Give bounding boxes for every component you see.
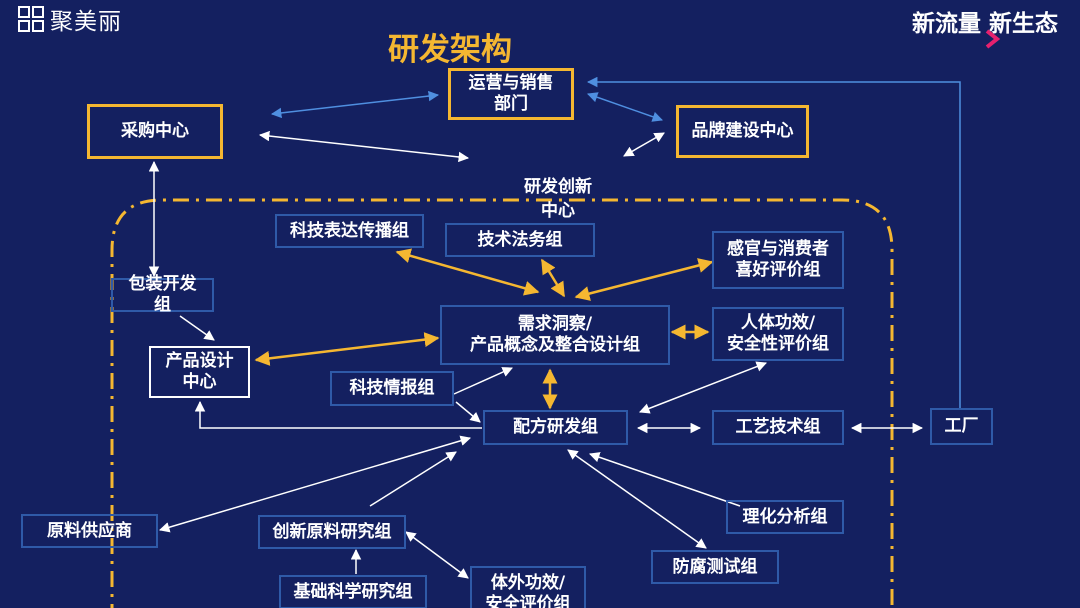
- node-tech-intel: 科技情报组: [330, 371, 454, 406]
- node-invitro: 体外功效/ 安全评价组: [470, 566, 586, 608]
- link-needs-productdesign: [254, 332, 440, 366]
- link-phys-formula: [589, 452, 741, 507]
- node-sensory: 感官与消费者 喜好评价组: [712, 231, 844, 289]
- node-basic-science: 基础科学研究组: [279, 575, 427, 608]
- link-techcomm-needs: [395, 248, 540, 296]
- link-sensory-needs: [574, 258, 714, 301]
- page-title: 研发架构: [388, 32, 512, 68]
- node-process: 工艺技术组: [712, 410, 844, 445]
- node-packaging: 包装开发 组: [111, 274, 214, 315]
- logo-text: 聚美丽: [50, 9, 122, 35]
- link-formula-human: [639, 361, 767, 414]
- rd-center-label: 研发创新 中心: [524, 177, 592, 221]
- link-packaging-productdesign: [179, 315, 215, 341]
- node-needs-insight: 需求洞察/ 产品概念及整合设计组: [440, 305, 670, 365]
- brand-logo: 聚美丽: [18, 5, 122, 35]
- rd-center-boundary: [110, 198, 894, 608]
- node-brand: 品牌建设中心: [676, 105, 809, 158]
- node-innovative-material: 创新原料研究组: [258, 515, 406, 549]
- link-factory-ops: [586, 76, 961, 410]
- link-innov-invitro: [405, 531, 469, 579]
- node-human-efficacy: 人体功效/ 安全性评价组: [712, 307, 844, 361]
- node-factory: 工厂: [930, 408, 993, 445]
- link-supplier-formula: [158, 435, 472, 533]
- link-brand-down: [623, 132, 665, 157]
- slogan: 新流量 新生态: [911, 11, 1058, 37]
- link-intel-formula: [455, 401, 481, 423]
- link-innov-formula: [369, 451, 457, 507]
- node-purchase: 采购中心: [87, 104, 223, 159]
- link-intel-needs: [453, 367, 513, 395]
- node-formula: 配方研发组: [483, 410, 628, 445]
- link-purchase-ops: [270, 90, 440, 119]
- link-preservation-formula: [567, 449, 707, 549]
- link-legal-needs: [540, 258, 566, 298]
- node-tech-comm: 科技表达传播组: [275, 214, 424, 248]
- link-formula-productdesign: [194, 400, 482, 429]
- node-product-design: 产品设计 中心: [149, 346, 250, 398]
- link-ops-brand: [587, 92, 663, 122]
- chevron-right-icon: [985, 29, 1001, 49]
- node-legal: 技术法务组: [445, 223, 595, 257]
- node-ops-sales: 运营与销售 部门: [448, 68, 574, 120]
- logo-grid-icon: [18, 6, 44, 32]
- node-supplier: 原料供应商: [21, 514, 158, 548]
- link-purchase-down: [258, 130, 470, 163]
- node-phys-chem: 理化分析组: [726, 500, 844, 534]
- node-preservation: 防腐测试组: [651, 550, 779, 584]
